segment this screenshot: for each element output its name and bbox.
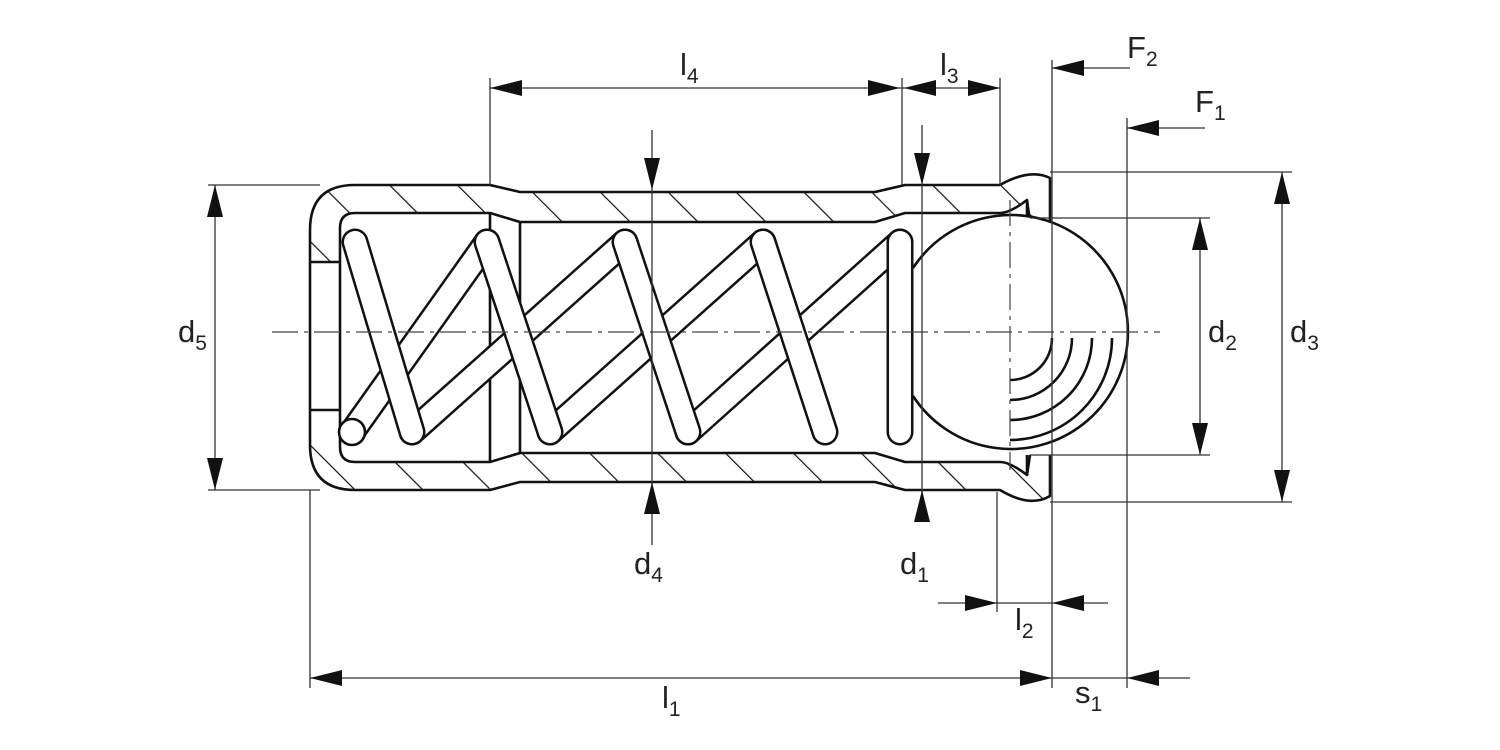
spring-front-leg-3-core xyxy=(752,231,836,443)
arrow-s1 xyxy=(1127,670,1159,686)
body-inner-bore xyxy=(338,198,1032,477)
label-subscript: 2 xyxy=(1225,332,1237,355)
label-l4: l4 xyxy=(680,47,699,88)
arrow-l1-start xyxy=(310,670,342,686)
label-d5: d5 xyxy=(178,314,207,355)
label-main: F xyxy=(1195,84,1214,119)
arrow-d5-top xyxy=(207,185,223,217)
spring-end-wire xyxy=(337,417,367,447)
label-l1: l1 xyxy=(662,680,681,721)
shading-arc xyxy=(1009,337,1054,382)
arrow-F1 xyxy=(1127,120,1159,136)
label-subscript: 1 xyxy=(917,564,929,587)
label-subscript: 3 xyxy=(1307,332,1319,355)
arrow-d5-bottom xyxy=(207,458,223,490)
arrow-F2 xyxy=(1052,60,1084,76)
label-d4: d4 xyxy=(634,546,663,587)
body-outer-outline xyxy=(308,183,1052,503)
label-d2: d2 xyxy=(1208,314,1237,355)
arrow-l4-end xyxy=(868,80,900,96)
label-subscript: 1 xyxy=(1091,693,1103,716)
label-main: F xyxy=(1127,30,1146,65)
label-subscript: 4 xyxy=(651,564,663,587)
spring-front-leg-1-core xyxy=(476,231,561,443)
shading-arc xyxy=(1009,337,1074,402)
arrow-l1-end xyxy=(1020,670,1052,686)
label-subscript: 2 xyxy=(1022,620,1034,643)
label-main: l xyxy=(680,47,687,82)
arrow-l2-start xyxy=(965,595,997,611)
label-subscript: 5 xyxy=(195,332,207,355)
shading-arc xyxy=(1009,337,1114,442)
label-main: d xyxy=(1208,314,1225,349)
dimension-arrows xyxy=(207,60,1290,686)
label-d1: d1 xyxy=(900,546,929,587)
spring-front-leg-2-core xyxy=(614,231,699,443)
label-main: d xyxy=(900,546,917,581)
label-main: d xyxy=(1290,314,1307,349)
label-l3: l3 xyxy=(940,47,959,88)
label-F1: F1 xyxy=(1195,84,1226,125)
label-d3: d3 xyxy=(1290,314,1319,355)
arrow-d3-top xyxy=(1274,172,1290,204)
compression-spring xyxy=(337,228,914,447)
arrow-d1-top xyxy=(914,153,930,185)
arrow-d4-top xyxy=(644,158,660,190)
spring-back-leg-0-core xyxy=(341,231,498,443)
label-subscript: 1 xyxy=(1214,102,1226,125)
label-main: s xyxy=(1075,675,1091,710)
arrow-d2-bottom xyxy=(1192,423,1208,455)
label-main: d xyxy=(634,546,651,581)
arrow-d2-top xyxy=(1192,218,1208,250)
label-subscript: 3 xyxy=(947,65,959,88)
shading-arc xyxy=(1009,337,1094,422)
body-top-lip xyxy=(999,172,1052,222)
label-subscript: 1 xyxy=(669,698,681,721)
arrow-l3-end xyxy=(968,80,1000,96)
arrow-d1-bottom xyxy=(914,490,930,522)
arrow-d3-bottom xyxy=(1274,470,1290,502)
label-subscript: 4 xyxy=(687,65,699,88)
ball-shading-arcs xyxy=(1009,337,1114,442)
label-main: l xyxy=(940,47,947,82)
spring-front-leg-0-core xyxy=(344,231,423,443)
label-l2: l2 xyxy=(1015,602,1034,643)
label-subscript: 2 xyxy=(1146,48,1158,71)
label-s1: s1 xyxy=(1075,675,1102,716)
label-main: d xyxy=(178,314,195,349)
arrow-l2-end xyxy=(1052,595,1084,611)
label-main: l xyxy=(1015,602,1022,637)
arrow-d4-bottom xyxy=(644,482,660,514)
dimension-labels: l4 l3 F2 F1 d5 d2 d3 d4 d1 l2 l1 s1 xyxy=(178,30,1319,721)
label-F2: F2 xyxy=(1127,30,1158,71)
arrow-l3-start xyxy=(904,80,936,96)
arrow-l4-start xyxy=(490,80,522,96)
label-main: l xyxy=(662,680,669,715)
plunger-body xyxy=(308,172,1052,503)
